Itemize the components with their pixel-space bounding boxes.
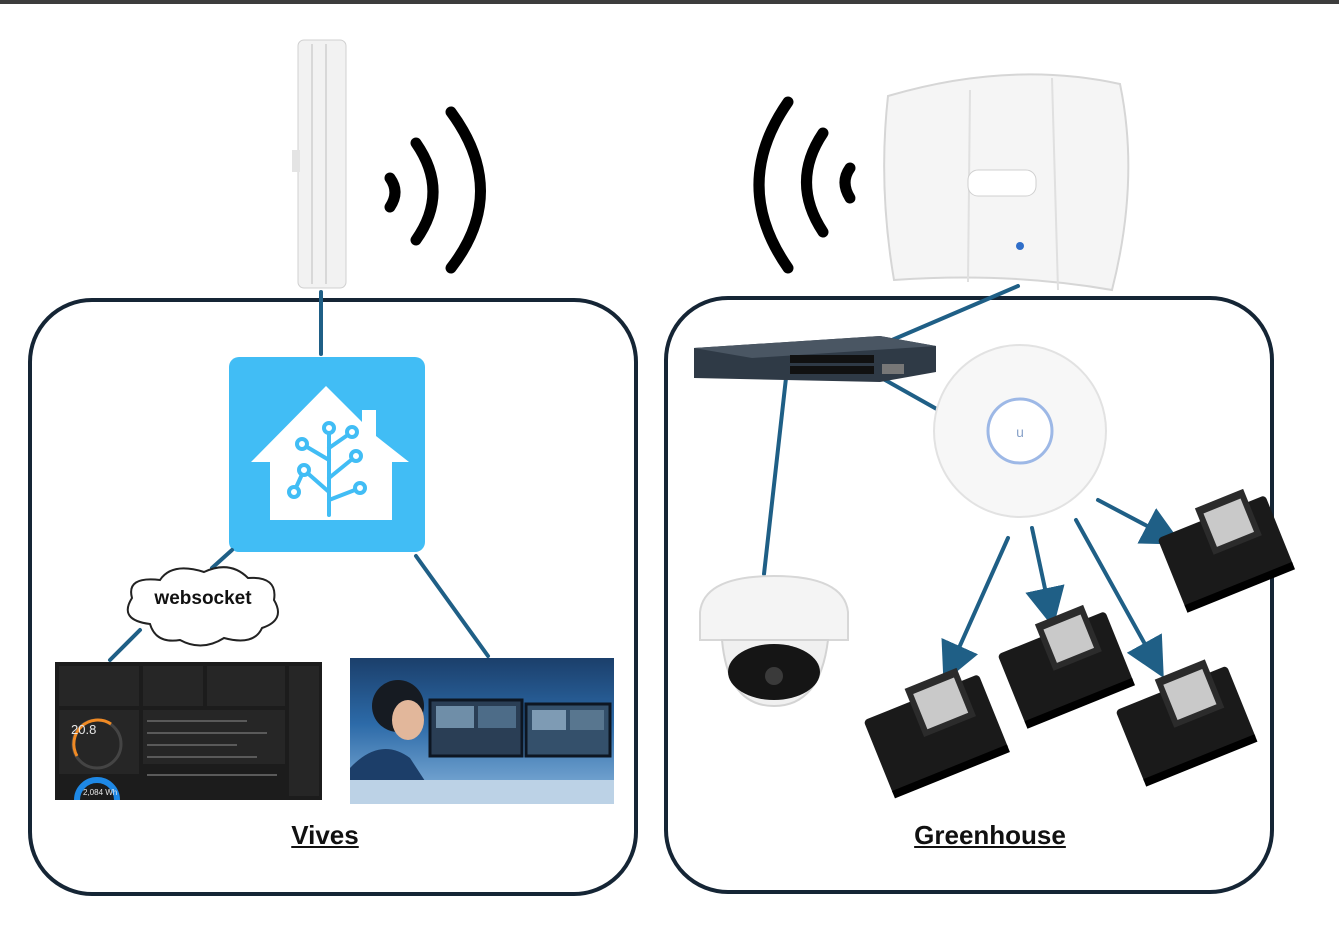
arrow-to-esp-middle bbox=[1025, 526, 1065, 628]
thermostat-temperature: 20.8 bbox=[71, 722, 97, 737]
vives-label: Vives bbox=[291, 820, 359, 850]
top-border bbox=[0, 0, 1339, 4]
vives-panel bbox=[28, 298, 638, 896]
wifi-signal-left-icon bbox=[753, 96, 856, 274]
dish-to-switch-line bbox=[890, 284, 1020, 342]
omni-antenna-icon bbox=[292, 39, 347, 289]
energy-gauge-icon bbox=[74, 777, 120, 800]
greenhouse-connectors bbox=[762, 284, 1020, 576]
ap-arrows bbox=[941, 498, 1183, 683]
greenhouse-label: Greenhouse bbox=[914, 820, 1066, 850]
ha-to-cloud-line bbox=[210, 548, 234, 570]
svg-text:u: u bbox=[1016, 424, 1024, 440]
websocket-cloud-icon bbox=[126, 566, 279, 647]
security-operator-photo bbox=[350, 658, 614, 804]
arrow-to-esp-left bbox=[941, 536, 1010, 683]
home-assistant-icon bbox=[229, 357, 425, 552]
sector-antenna-icon bbox=[883, 73, 1130, 292]
esp32-board-icon bbox=[1158, 488, 1296, 613]
esp32-board-icon bbox=[1116, 659, 1258, 787]
dashboard-screenshot: 20.8 2,084 Wh bbox=[55, 662, 322, 800]
thermostat-dial-icon bbox=[71, 718, 123, 770]
dome-camera-icon bbox=[699, 574, 849, 708]
switch-to-ap-line bbox=[876, 374, 944, 414]
ha-to-operator-line bbox=[414, 554, 490, 658]
cloud-to-dashboard-line bbox=[108, 628, 142, 662]
greenhouse-panel bbox=[664, 296, 1274, 894]
websocket-label: websocket bbox=[154, 588, 252, 609]
vives-connectors bbox=[108, 290, 490, 662]
operator-scene-icon bbox=[350, 680, 614, 804]
esp32-board-icon bbox=[998, 604, 1136, 729]
arrow-to-esp-right bbox=[1074, 518, 1164, 678]
wifi-access-point-icon: u bbox=[933, 344, 1107, 518]
energy-value: 2,084 Wh bbox=[83, 788, 118, 797]
arrow-to-esp-top-right bbox=[1096, 498, 1183, 545]
esp32-board-icon bbox=[864, 667, 1010, 799]
switch-to-camera-line bbox=[762, 376, 788, 576]
wifi-signal-right-icon bbox=[384, 106, 486, 274]
network-switch-icon bbox=[694, 336, 936, 382]
